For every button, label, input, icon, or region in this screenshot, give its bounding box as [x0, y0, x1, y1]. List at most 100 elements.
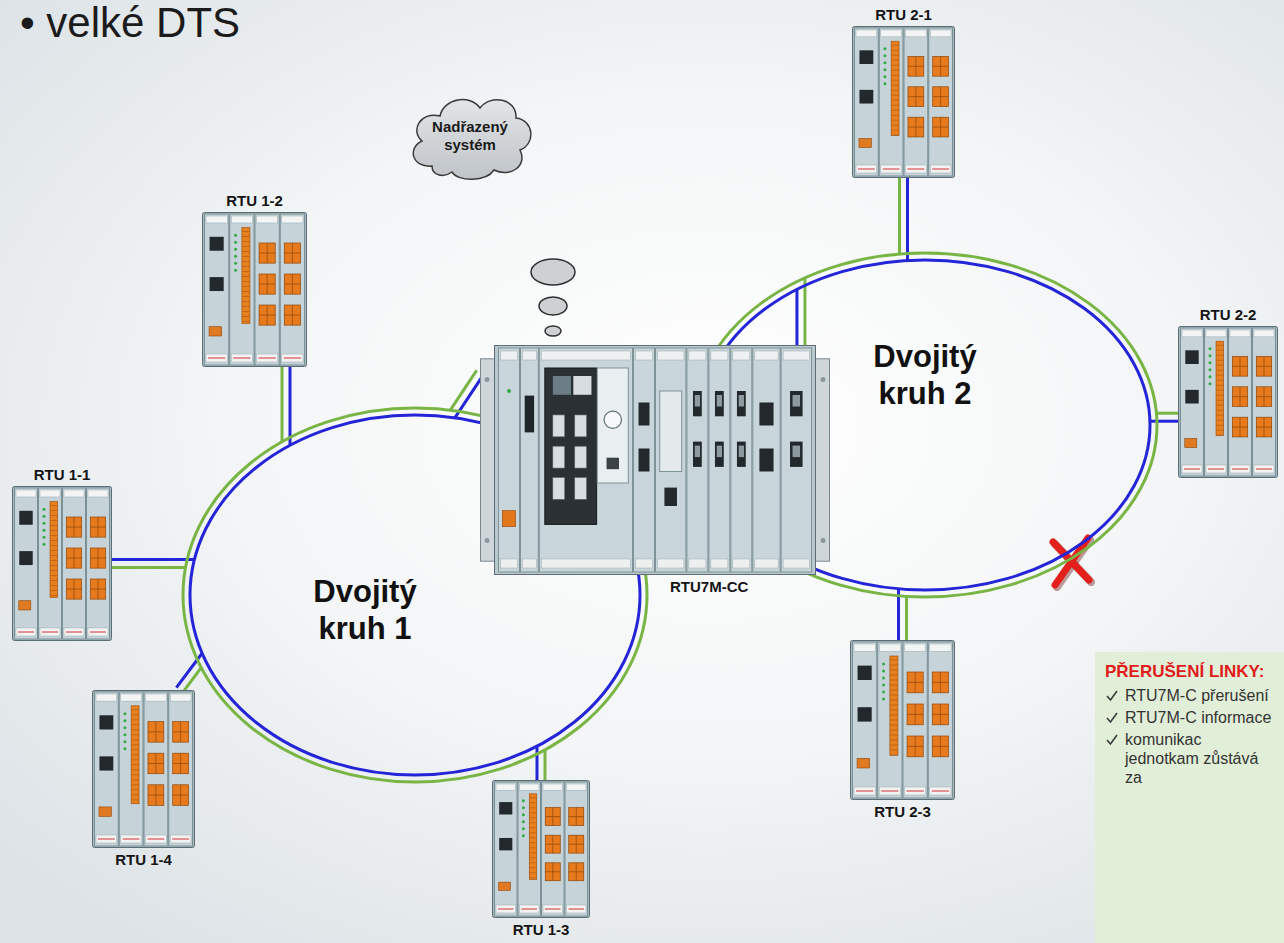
drawing-rect [567, 784, 587, 790]
drawing-line [50, 575, 58, 576]
drawing-circle [522, 799, 525, 802]
drawing-line [1216, 350, 1224, 351]
drawing-line [50, 570, 58, 571]
drawing-rect [259, 243, 275, 263]
drawing-line [284, 284, 300, 285]
drawing-line [42, 632, 58, 633]
drawing-circle [123, 726, 126, 729]
drawing-line [498, 909, 514, 910]
drawing-rect [907, 704, 923, 725]
unit-label: RTU 2-3 [874, 803, 931, 821]
drawing-rect [1232, 417, 1247, 437]
drawing-rect [933, 87, 949, 107]
drawing-rect [1256, 387, 1271, 407]
drawing-line [242, 261, 250, 262]
break-mark [1053, 538, 1091, 587]
drawing-circle [123, 712, 126, 715]
link-green [450, 370, 476, 410]
rtu-illustration [1178, 326, 1278, 478]
unit-label: RTU 2-2 [1200, 306, 1257, 324]
drawing-rect [522, 351, 536, 360]
drawing-line [908, 96, 924, 97]
drawing-rect [1205, 328, 1228, 476]
drawing-line [242, 276, 250, 277]
drawing-line [90, 558, 105, 559]
drawing-line [569, 909, 585, 910]
drawing-rect [257, 216, 278, 223]
drawing-circle [522, 820, 525, 823]
drawing-circle [123, 740, 126, 743]
drawing-rect [257, 354, 278, 362]
drawing-rect [575, 415, 587, 437]
drawing-rect [636, 351, 653, 360]
drawing-line [569, 816, 584, 817]
drawing-rect [173, 722, 189, 743]
drawing-rect [121, 835, 142, 843]
rtu-illustration [852, 26, 955, 178]
drawing-rect [496, 905, 516, 913]
drawing-rect [656, 348, 686, 572]
drawing-rect [259, 305, 275, 325]
drawing-rect [502, 511, 515, 527]
drawing-line [50, 530, 58, 531]
drawing-rect [499, 882, 511, 890]
ring-green [183, 408, 647, 782]
drawing-line [1216, 345, 1224, 346]
drawing-circle [522, 834, 525, 837]
drawing-rect [553, 477, 565, 499]
drawing-rect [569, 863, 584, 881]
drawing-line [890, 695, 898, 696]
drawing-rect [933, 117, 949, 137]
slide-title: • velké DTS [20, 0, 240, 46]
drawing-line [856, 791, 873, 792]
drawing-line [891, 45, 899, 46]
check-stroke [1107, 713, 1117, 722]
drawing-circle [882, 663, 885, 666]
label-row: RTU 2-2 [1178, 306, 1278, 324]
drawing-line [891, 115, 899, 116]
drawing-rect [755, 351, 778, 360]
drawing-circle [882, 698, 885, 701]
drawing-circle [1209, 375, 1212, 378]
drawing-rect [170, 835, 191, 843]
link-green [281, 367, 284, 442]
link-blue [906, 178, 909, 261]
drawing-rect [203, 213, 307, 367]
drawing-line [284, 358, 301, 359]
drawing-rect [879, 787, 900, 795]
drawing-circle [883, 82, 886, 85]
drawing-circle [234, 262, 237, 265]
drawing-rect [170, 694, 191, 701]
rtu-illustration [12, 486, 112, 641]
drawing-line [242, 241, 250, 242]
drawing-rect [908, 56, 924, 76]
drawing-rect [793, 446, 801, 458]
drawing-rect [90, 517, 105, 537]
drawing-rect [545, 808, 560, 826]
drawing-circle [234, 248, 237, 251]
drawing-line [66, 589, 81, 590]
drawing-rect [173, 753, 189, 774]
drawing-line [908, 66, 924, 67]
drawing-line [891, 135, 899, 136]
drawing-line [1216, 425, 1224, 426]
drawing-rect [148, 722, 164, 743]
drawing-rect [284, 305, 300, 325]
drawing-rect [13, 487, 112, 641]
drawing-rect [658, 351, 684, 360]
drawing-rect [1232, 387, 1247, 407]
drawing-rect [858, 707, 872, 721]
drawing-line [1216, 430, 1224, 431]
drawing-rect [499, 802, 512, 814]
drawing-rect [853, 642, 877, 798]
drawing-rect [737, 442, 746, 467]
drawing-rect [148, 753, 164, 774]
drawing-rect [522, 559, 536, 568]
drawing-line [148, 795, 164, 796]
rtu-illustration [202, 212, 307, 367]
rtu-unit: RTU 1-1 [12, 466, 112, 641]
drawing-line [1216, 410, 1224, 411]
drawing-line [890, 680, 898, 681]
drawing-rect [1206, 465, 1226, 473]
drawing-rect [693, 391, 702, 416]
